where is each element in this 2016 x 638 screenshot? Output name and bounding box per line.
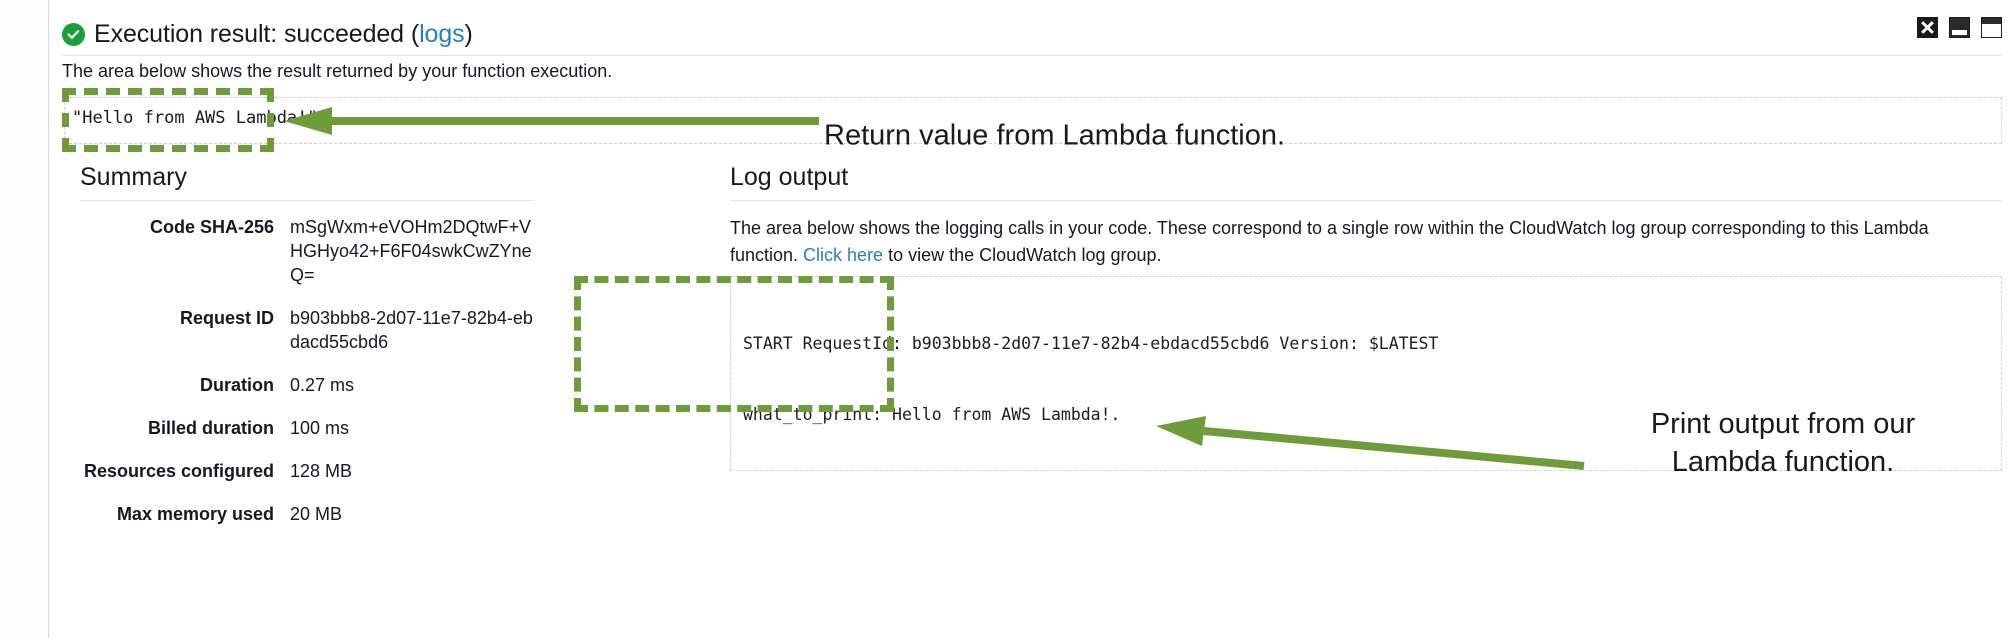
logs-link[interactable]: logs [419, 19, 465, 48]
summary-label: Billed duration [148, 418, 274, 438]
summary-value: 20 MB [290, 504, 343, 524]
log-output-section: Log output The area below shows the logg… [730, 162, 2002, 471]
cloudwatch-log-group-link[interactable]: Click here [803, 245, 884, 265]
close-icon[interactable] [1917, 17, 1938, 38]
window-controls [1917, 17, 2002, 38]
table-row: Code SHA-256 mSgWxm+eVOHm2DQtwF+VHGHyo42… [80, 215, 535, 287]
table-row: Max memory used 20 MB [80, 502, 535, 526]
left-rail [0, 0, 49, 638]
summary-value: 128 MB [290, 461, 353, 481]
log-output-divider [730, 200, 2002, 201]
log-intro-part1: The area below shows the logging calls i… [730, 218, 1929, 265]
log-line: START RequestId: b903bbb8-2d07-11e7-82b4… [743, 334, 1439, 353]
return-value-text: "Hello from AWS Lambda!" [72, 108, 318, 128]
summary-label: Code SHA-256 [149, 217, 274, 237]
result-intro-text: The area below shows the result returned… [62, 61, 613, 81]
minimize-icon[interactable] [1949, 17, 1970, 38]
summary-title: Summary [80, 163, 187, 191]
summary-divider [80, 200, 535, 201]
page-title: Execution result: succeeded (logs) [94, 20, 473, 49]
summary-label: Resources configured [83, 461, 274, 481]
log-intro-part2: to view the CloudWatch log group. [883, 245, 1162, 265]
summary-label: Max memory used [116, 504, 274, 524]
log-output-lines: START RequestId: b903bbb8-2d07-11e7-82b4… [743, 285, 1955, 470]
annotation-caption-line2: Lambda function. [1671, 446, 1895, 478]
summary-section: Summary Code SHA-256 mSgWxm+eVOHm2DQtwF+… [80, 162, 535, 545]
summary-label: Duration [200, 375, 274, 395]
check-circle-icon [62, 22, 85, 46]
result-title-prefix: Execution result: succeeded ( [94, 19, 420, 48]
table-row: Resources configured 128 MB [80, 459, 535, 483]
summary-value: mSgWxm+eVOHm2DQtwF+VHGHyo42+F6F04swkCwZY… [290, 217, 532, 285]
summary-value: 0.27 ms [290, 375, 355, 395]
log-output-intro-text: The area below shows the logging calls i… [730, 215, 1995, 269]
maximize-icon[interactable] [1981, 17, 2002, 38]
summary-value: 100 ms [290, 418, 350, 438]
execution-result-header: Execution result: succeeded (logs) [62, 14, 1998, 54]
annotation-caption-line1: Print output from our [1650, 408, 1916, 440]
annotation-caption-return-value: Return value from Lambda function. [824, 119, 1286, 152]
summary-label: Request ID [179, 308, 274, 328]
header-divider [62, 55, 2002, 56]
summary-value: b903bbb8-2d07-11e7-82b4-ebdacd55cbd6 [290, 308, 533, 352]
table-row: Duration 0.27 ms [80, 373, 535, 397]
table-row: Request ID b903bbb8-2d07-11e7-82b4-ebdac… [80, 306, 535, 354]
result-title-suffix: ) [464, 19, 473, 48]
annotation-caption-print-output: Print output from our Lambda function. [1588, 405, 1978, 481]
table-row: Billed duration 100 ms [80, 416, 535, 440]
log-output-title: Log output [730, 163, 849, 191]
